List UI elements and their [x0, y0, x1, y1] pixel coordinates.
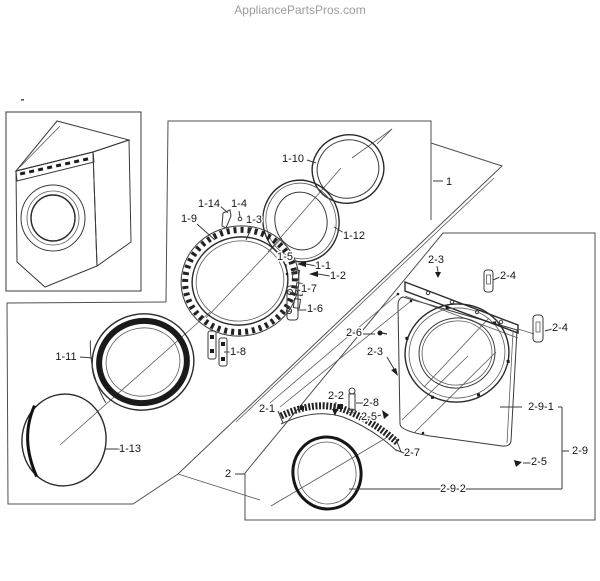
part-label-1: 1 — [446, 176, 452, 188]
part-hinge-brackets-1-8 — [207, 330, 228, 367]
part-frame-panel-2-9-1 — [397, 296, 518, 447]
appliance-front-view — [14, 120, 132, 288]
part-trim-strip-2-7 — [277, 402, 402, 453]
part-label-2-2: 2-2 — [328, 390, 344, 402]
part-label-2-7: 2-7 — [404, 447, 420, 459]
part-label-2-9-2: 2-9-2 — [440, 483, 466, 495]
part-label-2-1: 2-1 — [259, 403, 275, 415]
part-label-1-13: 1-13 — [119, 443, 141, 455]
part-clip-1-14 — [221, 209, 243, 229]
part-label-1-12: 1-12 — [343, 230, 365, 242]
part-label-2: 2 — [225, 468, 231, 480]
part-label-2-8: 2-8 — [363, 397, 379, 409]
part-label-2-3-top: 2-3 — [428, 254, 444, 266]
appliance-door-circle — [20, 184, 86, 252]
assembly-axis-lines — [59, 128, 497, 507]
part-labels: 1 1-1 1-2 1-3 1-4 1-5 1-6 1-7 1-8 1-9 1-… — [54, 152, 590, 497]
group-1-outline — [6, 120, 503, 505]
appliance-thumbnail-box — [5, 111, 142, 292]
part-glass-1-13 — [21, 393, 107, 487]
part-door-glass-1-12 — [262, 179, 340, 263]
part-label-1-9: 1-9 — [181, 213, 197, 225]
part-frame-ring-2 — [404, 303, 510, 403]
part-label-1-6: 1-6 — [307, 303, 323, 315]
part-hinge-bracket-2-4-right — [532, 314, 544, 343]
part-label-2-5-left: 2-5 — [361, 411, 377, 423]
part-label-1-2: 1-2 — [330, 270, 346, 282]
part-label-1-1: 1-1 — [315, 260, 331, 272]
part-door-cover-ring-1-10 — [311, 134, 385, 204]
control-panel-buttons — [19, 157, 89, 176]
part-door-frame-1-9 — [180, 225, 305, 337]
part-label-2-9: 2-9 — [572, 445, 588, 457]
part-label-1-7: 1-7 — [301, 283, 317, 295]
part-label-1-8: 1-8 — [230, 346, 246, 358]
leader-lines — [79, 159, 569, 490]
part-label-2-3-mid: 2-3 — [367, 346, 383, 358]
part-hinge-bracket-2-4-top — [483, 269, 494, 293]
screw-1-4 — [237, 216, 243, 222]
part-hinge-1-7 — [285, 285, 299, 321]
watermark-text: AppliancePartsPros.com — [234, 3, 365, 17]
screw-2-6 — [377, 330, 388, 336]
group-2-outline — [244, 232, 596, 521]
part-door-ring-1-11 — [89, 313, 195, 411]
screw-2-5-left — [382, 410, 389, 419]
part-label-1-5: 1-5 — [277, 251, 293, 263]
part-label-1-3: 1-3 — [246, 214, 262, 226]
part-label-1-4: 1-4 — [231, 198, 247, 210]
part-label-1-14: 1-14 — [198, 198, 220, 210]
stray-mark — [21, 99, 24, 101]
part-label-1-11: 1-11 — [55, 351, 76, 363]
part-glass-seal-oval-2 — [291, 435, 363, 511]
part-label-2-6: 2-6 — [346, 327, 362, 339]
part-label-2-5-right: 2-5 — [531, 456, 547, 468]
part-label-1-10: 1-10 — [282, 153, 304, 165]
part-label-2-4-top: 2-4 — [500, 270, 516, 282]
part-pin-2-8 — [347, 387, 357, 414]
part-label-2-9-1: 2-9-1 — [528, 401, 554, 413]
part-label-2-4-right: 2-4 — [552, 322, 568, 334]
screw-2-5-right — [514, 460, 522, 467]
